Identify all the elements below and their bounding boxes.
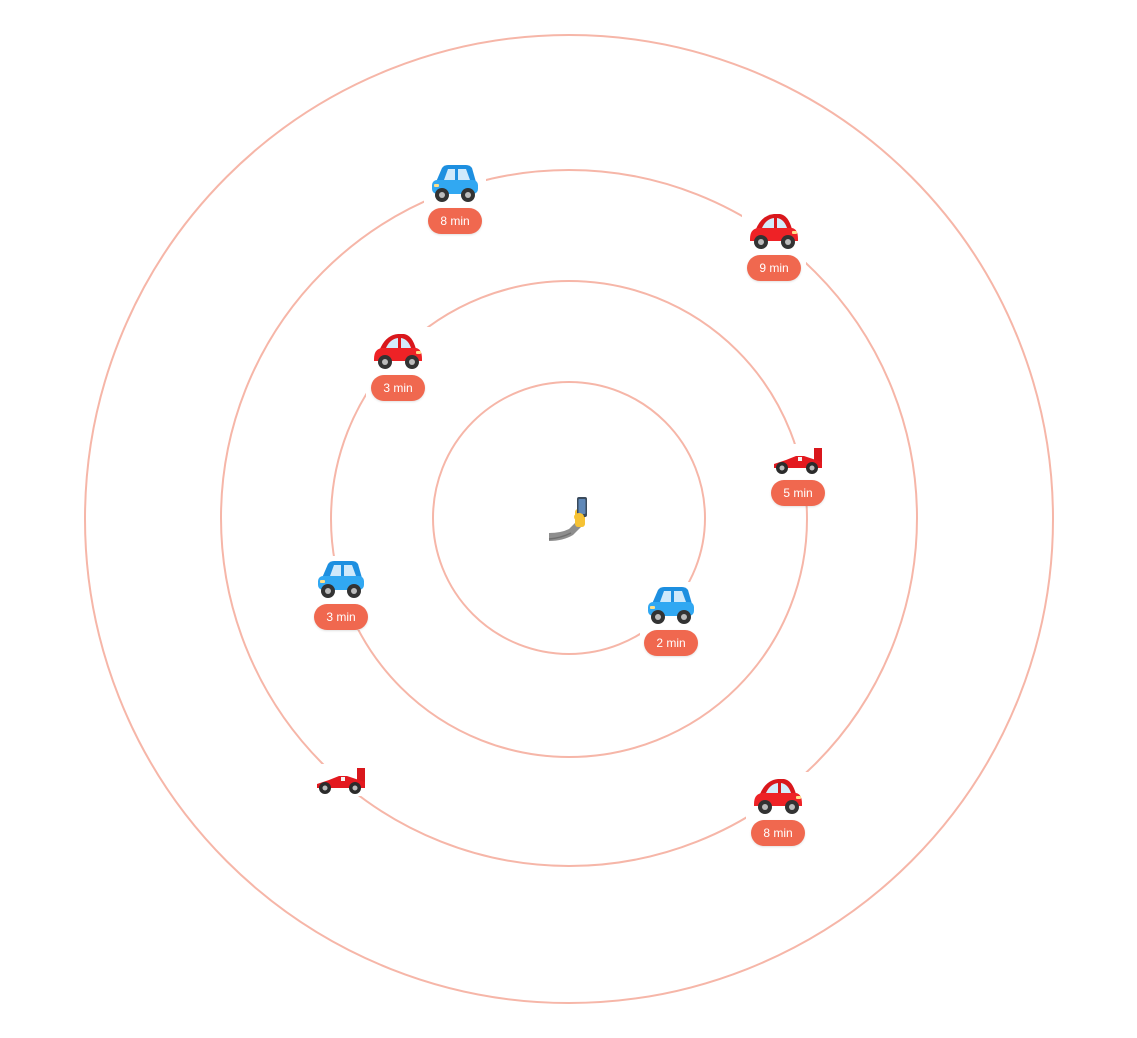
vehicle-marker[interactable]: 8 min [424,160,486,234]
eta-badge: 5 min [771,480,825,506]
blue-car-icon [318,561,364,598]
vehicle-marker[interactable] [312,764,370,796]
blue-car-icon [648,587,694,624]
user-location-marker[interactable] [547,495,591,543]
eta-badge: 9 min [747,255,801,281]
distance-ring-outer [84,34,1054,1004]
vehicle-marker[interactable]: 9 min [742,207,806,281]
red-car-icon [750,214,798,249]
distance-ring-inner [432,381,706,655]
vehicle-marker[interactable]: 3 min [310,556,372,630]
race-car-icon [774,448,822,474]
eta-badge: 2 min [644,630,698,656]
selfie-phone-icon [548,497,587,541]
eta-badge: 3 min [371,375,425,401]
eta-badge: 8 min [751,820,805,846]
blue-car-icon [432,165,478,202]
vehicle-marker[interactable]: 5 min [766,444,830,506]
eta-badge: 8 min [428,208,482,234]
red-car-icon [374,334,422,369]
vehicle-marker[interactable]: 3 min [366,327,430,401]
race-car-icon [317,768,365,794]
distance-ring-2 [330,280,808,758]
vehicle-marker[interactable]: 2 min [640,582,702,656]
red-car-icon [754,779,802,814]
distance-ring-3 [220,169,918,867]
eta-badge: 3 min [314,604,368,630]
vehicle-marker[interactable]: 8 min [746,772,810,846]
